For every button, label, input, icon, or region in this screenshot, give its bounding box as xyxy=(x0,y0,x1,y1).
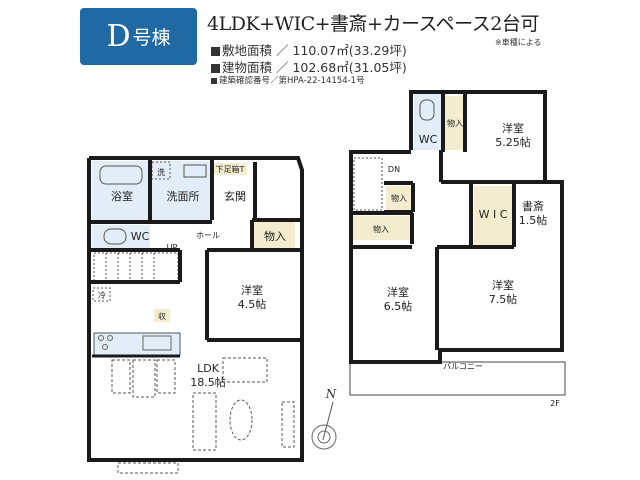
storage2c-label: 物入 xyxy=(373,224,389,234)
sink-icon xyxy=(183,164,207,178)
stairs-icon xyxy=(93,252,179,282)
room45-size: 4.5帖 xyxy=(238,298,267,311)
floor2-label: 2F xyxy=(550,399,560,408)
wc1-label: WC xyxy=(131,230,150,243)
pantry-label: 収 xyxy=(158,311,166,321)
bath-label: 浴室 xyxy=(111,189,133,203)
storage2a-label: 物入 xyxy=(447,118,463,128)
floor2-walls xyxy=(349,90,564,364)
bathtub-icon xyxy=(99,165,143,185)
storage2a-area xyxy=(445,96,464,150)
permit-label: 建築確認番号 xyxy=(219,76,271,86)
hall-label: ホール xyxy=(196,231,220,240)
building-suffix: 号棟 xyxy=(132,27,171,49)
balcony-label: バルコニー xyxy=(443,362,483,371)
room65-name: 洋室 xyxy=(387,285,409,299)
kitchen-sink-icon xyxy=(142,335,172,351)
fridge-label: 冷 xyxy=(98,290,106,300)
floor-area-value: ／ 102.68㎡(31.05坪) xyxy=(276,60,407,75)
floor2-plan: WC 物入 洋室 5.25帖 DN 物入 物入 W I C 書斎 1.5帖 洋室… xyxy=(349,90,566,408)
wic-area xyxy=(474,186,513,245)
floor-area: 建物面積 ／ 102.68㎡(31.05坪) xyxy=(211,57,407,76)
storage1-label: 物入 xyxy=(264,229,286,243)
wc2-label: WC xyxy=(419,133,438,146)
bullet-icon xyxy=(211,64,220,73)
ldk-size: 18.5帖 xyxy=(190,376,226,389)
car-note: ※車種による xyxy=(495,38,542,47)
building-badge: D 号棟 xyxy=(80,8,197,65)
shoe-box-label: 下足箱T xyxy=(216,164,245,174)
building-letter: D xyxy=(106,19,131,54)
plan-title: 4LDK+WIC+書斎+カースペース2台可 xyxy=(207,13,539,35)
stairs-up-label: UP xyxy=(167,243,178,252)
storage1-area xyxy=(254,222,295,249)
room75-size: 7.5帖 xyxy=(489,293,518,306)
bullet-icon xyxy=(211,47,220,56)
entrance-label: 玄関 xyxy=(224,189,246,203)
bullet-icon xyxy=(211,78,217,84)
toilet-icon xyxy=(103,228,127,245)
fridge-space xyxy=(92,287,111,302)
storage2b-area xyxy=(386,186,412,210)
balcony-outline xyxy=(349,361,566,396)
wc2-area xyxy=(414,94,441,150)
permit-number: 建築確認番号／第HPA-22-14154-1号 xyxy=(211,74,365,86)
room525-size: 5.25帖 xyxy=(495,136,531,149)
wic-label: W I C xyxy=(479,208,508,221)
stairs-down-label: DN xyxy=(388,165,400,174)
washroom-label: 洗面所 xyxy=(167,190,200,203)
permit-value: ／第HPA-22-14154-1号 xyxy=(270,76,365,86)
washroom-area xyxy=(152,161,212,220)
study-size: 1.5帖 xyxy=(519,214,548,227)
stove-icon xyxy=(98,335,113,350)
floor1-walls xyxy=(87,156,304,462)
stairs-icon xyxy=(353,157,383,211)
room45-name: 洋室 xyxy=(241,283,263,297)
site-area-value: ／ 110.07㎡(33.29坪) xyxy=(276,43,407,58)
site-area-label: 敷地面積 xyxy=(222,43,273,58)
washing-machine-label: 洗 xyxy=(157,167,165,177)
pantry xyxy=(154,309,170,322)
study-name: 書斎 xyxy=(522,199,544,213)
storage2c-area xyxy=(353,216,410,240)
room65-size: 6.5帖 xyxy=(384,300,413,313)
bath-area xyxy=(92,161,149,220)
north-label: N xyxy=(325,387,337,401)
storage2b-label: 物入 xyxy=(391,193,407,203)
ldk-name: LDK xyxy=(197,362,220,375)
furniture-outline xyxy=(111,357,295,474)
site-area: 敷地面積 ／ 110.07㎡(33.29坪) xyxy=(211,40,407,59)
floor1-plan: 浴室 洗 洗面所 下足箱T 玄関 WC ホール UP 物入 洋室 4.5帖 冷 … xyxy=(87,156,304,474)
compass-icon: N xyxy=(311,387,337,450)
floor-area-label: 建物面積 xyxy=(222,60,273,75)
room75-name: 洋室 xyxy=(492,278,514,292)
shoe-box xyxy=(213,163,247,175)
room525-name: 洋室 xyxy=(502,121,524,135)
toilet-icon xyxy=(419,99,435,121)
